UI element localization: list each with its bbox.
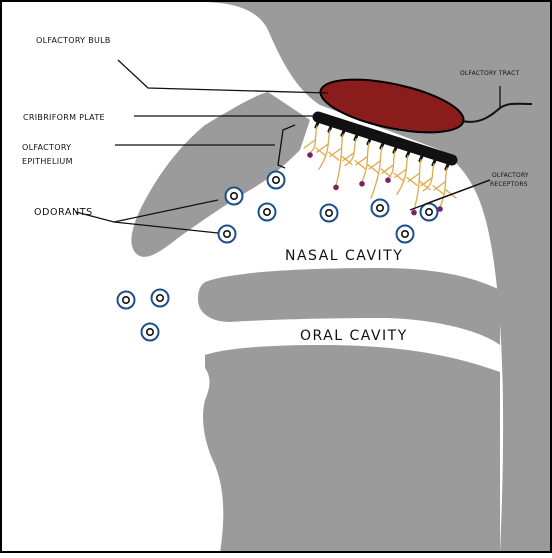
nerve-branch: [356, 157, 367, 165]
nerve-branch: [330, 148, 341, 156]
label-olfactory-tract: OLFACTORY TRACT: [460, 70, 519, 77]
label-nasal-cavity: NASAL CAVITY: [285, 248, 403, 264]
receptor-tip: [411, 210, 417, 216]
nerve-fiber: [371, 147, 382, 198]
receptor-tip: [359, 181, 365, 187]
nerve-fiber: [310, 126, 317, 153]
label-olfactory-receptors-1: OLFACTORY: [492, 172, 529, 179]
label-olfactory-bulb: OLFACTORY BULB: [36, 36, 111, 45]
nerve-branch: [382, 165, 393, 173]
nerve-branch: [317, 144, 328, 152]
label-olfactory-epithelium-2: EPITHELIUM: [22, 157, 73, 166]
odorant-ring: [372, 200, 389, 217]
label-olfactory-epithelium-1: OLFACTORY: [22, 143, 71, 152]
nerve-branch: [369, 161, 380, 169]
odorant-ring: [268, 172, 285, 189]
nerve-branch: [304, 140, 315, 148]
receptor-tip: [307, 152, 313, 158]
odorant-ring: [219, 226, 236, 243]
label-oral-cavity: ORAL CAVITY: [300, 328, 408, 344]
nerve-fiber: [440, 168, 447, 207]
odorant-ring: [226, 188, 243, 205]
receptor-tip: [333, 185, 339, 191]
nerve-fiber: [388, 151, 395, 178]
odorant-ring: [152, 290, 169, 307]
odorant-ring: [142, 324, 159, 341]
label-odorants: ODORANTS: [34, 207, 93, 218]
label-cribriform-plate: CRIBRIFORM PLATE: [23, 113, 105, 122]
nerve-fiber: [362, 143, 369, 182]
receptor-tip: [385, 177, 391, 183]
label-olfactory-receptors-2: RECEPTORS: [490, 181, 528, 188]
nerve-branch: [434, 182, 445, 190]
odorant-ring: [321, 205, 338, 222]
odorant-ring: [421, 204, 438, 221]
odorant-ring: [259, 204, 276, 221]
odorant-ring: [397, 226, 414, 243]
tongue-jaw: [203, 345, 500, 553]
nerve-branch: [395, 169, 406, 177]
nerve-branch: [408, 174, 419, 182]
odorant-ring: [118, 292, 135, 309]
